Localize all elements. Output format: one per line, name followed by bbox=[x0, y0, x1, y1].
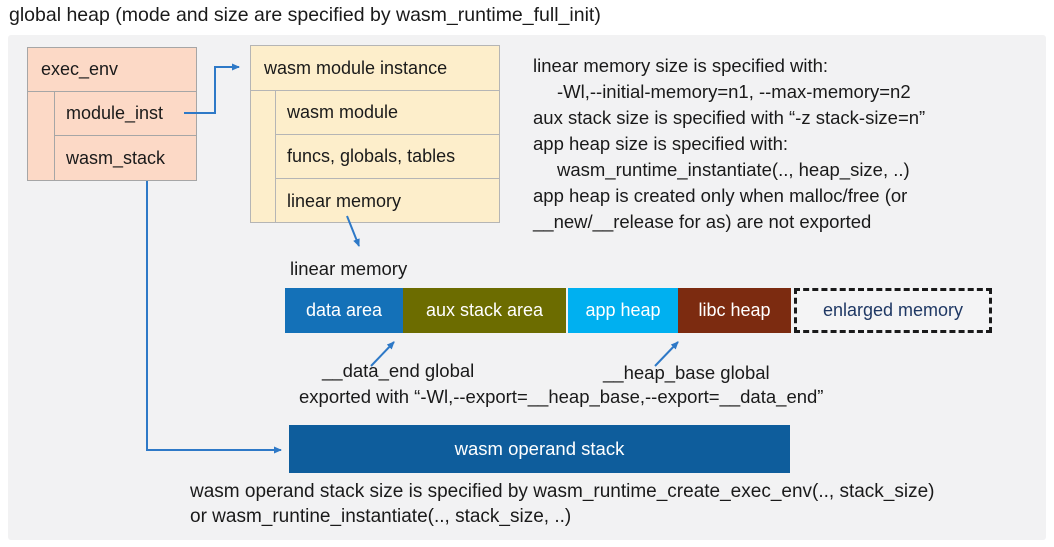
segment-data-area: data area bbox=[285, 288, 403, 333]
heap-base-global-label: __heap_base global bbox=[603, 362, 770, 383]
note-line: linear memory size is specified with: bbox=[533, 55, 829, 76]
data-end-global-label: __data_end global bbox=[322, 360, 475, 381]
segment-libc-heap: libc heap bbox=[678, 288, 791, 333]
memory-size-notes: linear memory size is specified with: -W… bbox=[533, 53, 925, 235]
segment-app-heap: app heap bbox=[568, 288, 678, 333]
exec-env-field-wasm-stack: wasm_stack bbox=[66, 147, 166, 168]
export-flags-label: exported with “-Wl,--export=__heap_base,… bbox=[299, 386, 824, 407]
note-line: app heap size is specified with: bbox=[533, 133, 789, 154]
module-instance-field-linear-memory: linear memory bbox=[287, 190, 402, 211]
exec-env-header: exec_env bbox=[28, 48, 196, 92]
module-instance-box: wasm module instance wasm module funcs, … bbox=[250, 45, 500, 223]
segment-aux-stack-area: aux stack area bbox=[403, 288, 566, 333]
module-instance-header: wasm module instance bbox=[251, 46, 499, 91]
diagram-title: global heap (mode and size are specified… bbox=[9, 4, 601, 26]
wasm-operand-stack-bar: wasm operand stack bbox=[289, 425, 790, 473]
segment-enlarged-memory: enlarged memory bbox=[794, 288, 992, 333]
exec-env-field-module-inst: module_inst bbox=[55, 92, 196, 136]
note-line: wasm operand stack size is specified by … bbox=[190, 481, 935, 502]
note-line: or wasm_runtine_instantiate(.., stack_si… bbox=[190, 506, 572, 527]
note-line: aux stack size is specified with “-z sta… bbox=[533, 107, 926, 128]
exec-env-body: module_inst wasm_stack bbox=[28, 92, 196, 180]
module-instance-body: wasm module funcs, globals, tables linea… bbox=[251, 91, 499, 223]
note-line: __new/__release for as) are not exported bbox=[533, 211, 872, 232]
operand-stack-notes: wasm operand stack size is specified by … bbox=[190, 479, 935, 529]
module-instance-field-funcs-globals-tables: funcs, globals, tables bbox=[276, 135, 499, 179]
exec-env-box: exec_env module_inst wasm_stack bbox=[27, 47, 197, 181]
module-instance-field-wasm-module: wasm module bbox=[276, 91, 499, 135]
note-line: wasm_runtime_instantiate(.., heap_size, … bbox=[557, 159, 910, 180]
linear-memory-label: linear memory bbox=[290, 258, 408, 279]
exec-env-indent-divider bbox=[54, 92, 55, 180]
note-line: app heap is created only when malloc/fre… bbox=[533, 185, 908, 206]
module-instance-indent-divider bbox=[275, 91, 276, 223]
note-line: -Wl,--initial-memory=n1, --max-memory=n2 bbox=[557, 81, 911, 102]
